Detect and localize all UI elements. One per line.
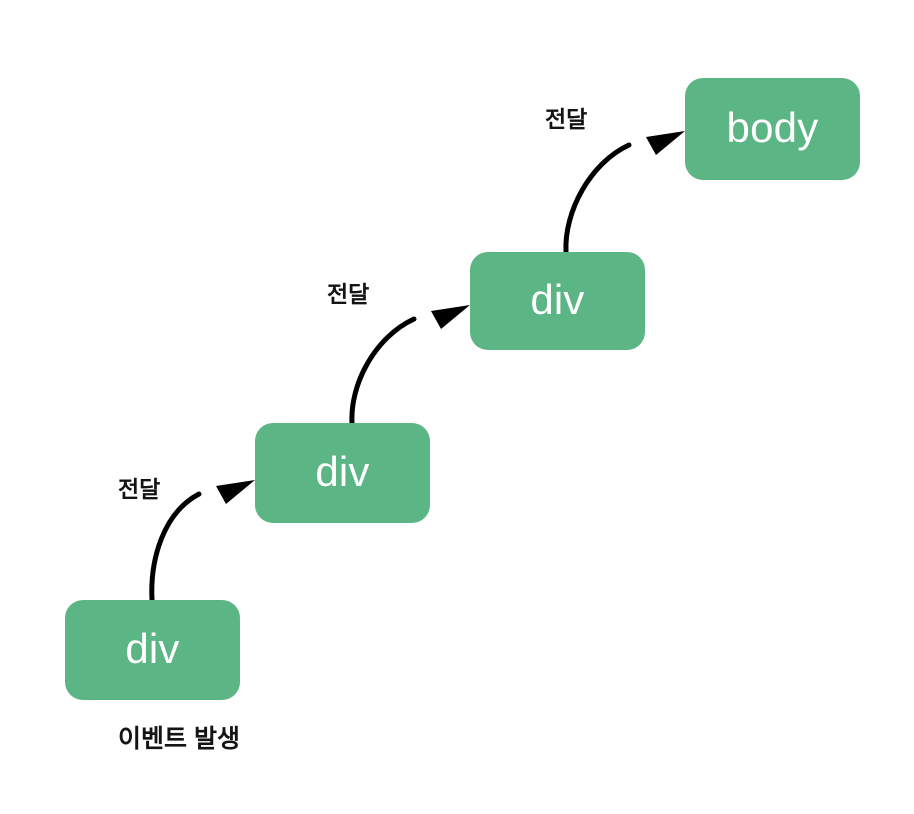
edge-div2-to-div3-path [349, 316, 417, 426]
edge-div1-to-div2-arrowhead [216, 480, 255, 504]
node-div-1[interactable]: div [65, 600, 240, 700]
edge-div3-to-body-label: 전달 [545, 106, 588, 132]
node-body-label: body [726, 104, 819, 151]
edge-div3-to-body [563, 131, 685, 255]
node-div-1-label: div [125, 625, 180, 672]
node-div-2[interactable]: div [255, 423, 430, 523]
edge-div1-to-div2-path [149, 491, 202, 603]
node-body[interactable]: body [685, 78, 860, 180]
node-div-2-label: div [315, 448, 370, 495]
caption-event-origin: 이벤트 발생 [118, 725, 240, 753]
edge-div1-to-div2 [149, 480, 255, 603]
node-div-3-label: div [530, 276, 585, 323]
edge-div2-to-div3-label: 전달 [327, 281, 370, 307]
edge-div3-to-body-arrowhead [646, 131, 685, 155]
edge-div1-to-div2-label: 전달 [118, 476, 161, 502]
node-div-3[interactable]: div [470, 252, 645, 350]
edge-div2-to-div3 [349, 305, 470, 426]
edge-div2-to-div3-arrowhead [431, 305, 470, 329]
edge-div3-to-body-path [563, 142, 632, 255]
